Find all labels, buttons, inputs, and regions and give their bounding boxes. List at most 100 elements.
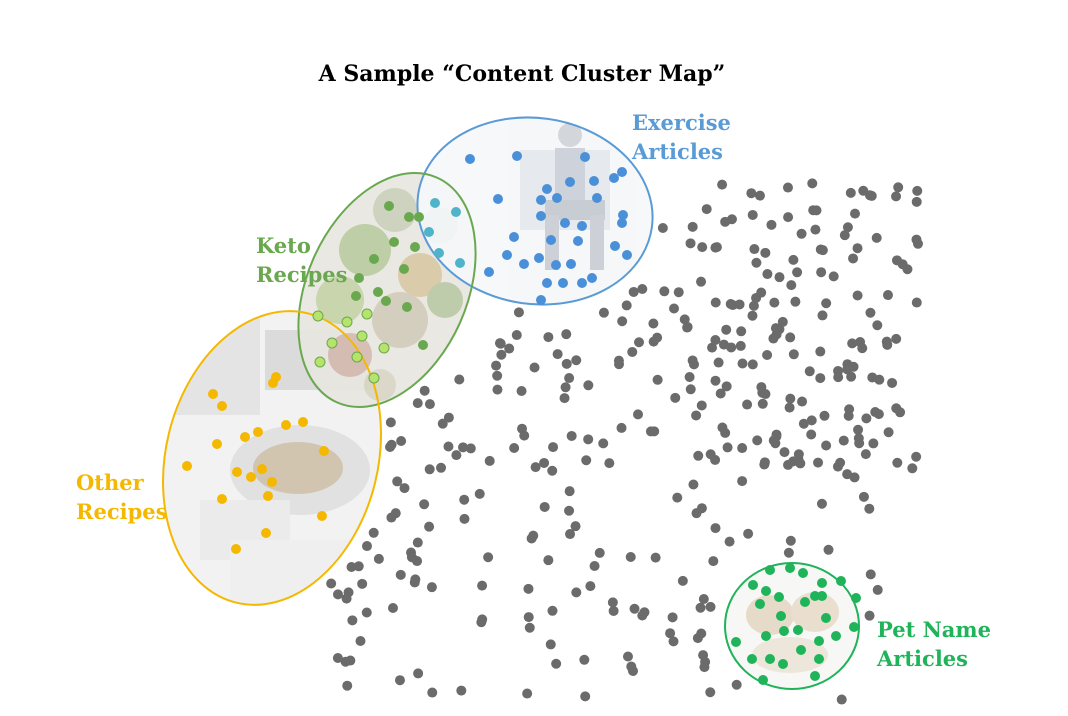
unclustered-point [406,552,417,563]
unclustered-point [539,457,550,468]
unclustered-point [564,486,575,497]
unclustered-point [871,232,882,243]
unclustered-point [865,307,876,318]
keto-point [389,237,399,247]
pet-names-point [800,597,810,607]
unclustered-point [782,182,793,193]
unclustered-point [679,314,690,325]
unclustered-point [687,355,698,366]
unclustered-point [424,521,435,532]
unclustered-point [726,214,737,225]
other-recipes-point [182,461,192,471]
unclustered-point [474,488,485,499]
unclustered-point [454,374,465,385]
unclustered-point [547,465,558,476]
unclustered-point [677,575,688,586]
exercise-point [558,278,568,288]
unclustered-point [842,222,853,233]
unclustered-point [838,435,849,446]
unclustered-point [715,388,726,399]
unclustered-point [891,403,902,414]
unclustered-point [692,633,703,644]
pet-names-point [778,659,788,669]
exercise-point [519,259,529,269]
unclustered-point [608,605,619,616]
exercise-point [565,177,575,187]
unclustered-point [717,179,728,190]
unclustered-point [613,355,624,366]
unclustered-point [757,398,768,409]
exercise-point [577,221,587,231]
keto-point [314,356,326,368]
other-recipes-point [212,439,222,449]
unclustered-point [513,307,524,318]
unclustered-point [882,339,893,350]
unclustered-point [522,688,533,699]
unclustered-point [412,398,423,409]
keto-label-line1: Keto [256,233,311,258]
pet-names-point [761,586,771,596]
unclustered-point [754,190,765,201]
unclustered-point [788,254,799,265]
unclustered-point [355,636,366,647]
unclustered-point [387,603,398,614]
unclustered-point [696,276,707,287]
unclustered-point [668,636,679,647]
pet-names-point [796,645,806,655]
unclustered-point [659,286,670,297]
other-recipes-point [217,494,227,504]
unclustered-point [864,610,875,621]
unclustered-point [762,269,773,280]
pet-names-point [774,592,784,602]
unclustered-point [833,372,844,383]
unclustered-point [491,360,502,371]
unclustered-point [564,505,575,516]
keto-point [354,273,364,283]
unclustered-point [357,578,368,589]
pet-names-point [810,591,820,601]
unclustered-point [326,578,337,589]
other-recipes-point [263,491,273,501]
pet-names-label: Pet Name Articles [876,617,991,671]
unclustered-point [424,399,435,410]
exercise-point [580,152,590,162]
pet-names-label-line2: Articles [876,646,968,671]
unclustered-point [882,290,893,301]
unclustered-point [394,675,405,686]
pet-names-point [814,636,824,646]
exercise-point [536,211,546,221]
unclustered-point [785,393,796,404]
unclustered-point [836,694,847,705]
exercise-point [566,259,576,269]
unclustered-point [768,333,779,344]
keto-point [384,201,394,211]
unclustered-point [707,342,718,353]
unclustered-point [368,527,379,538]
unclustered-point [347,615,358,626]
unclustered-point [893,182,904,193]
unclustered-point [742,399,753,410]
pet-names-point [731,637,741,647]
keto-point [399,264,409,274]
exercise-point [617,218,627,228]
unclustered-point [509,442,520,453]
exercise-point [546,235,556,245]
puppies-photo [725,563,859,689]
exercise-label-line1: Exercise [632,110,731,135]
unclustered-point [539,501,550,512]
pet-names-point [817,578,827,588]
unclustered-point [769,297,780,308]
pet-names-point [831,631,841,641]
unclustered-point [426,582,437,593]
unclustered-point [746,188,757,199]
unclustered-point [798,418,809,429]
unclustered-point [607,597,618,608]
unclustered-point [545,639,556,650]
unclustered-point [783,547,794,558]
keto-point [430,198,440,208]
unclustered-point [685,384,696,395]
unclustered-point [598,307,609,318]
pet-names-point [755,599,765,609]
unclustered-point [579,654,590,665]
unclustered-point [902,264,913,275]
